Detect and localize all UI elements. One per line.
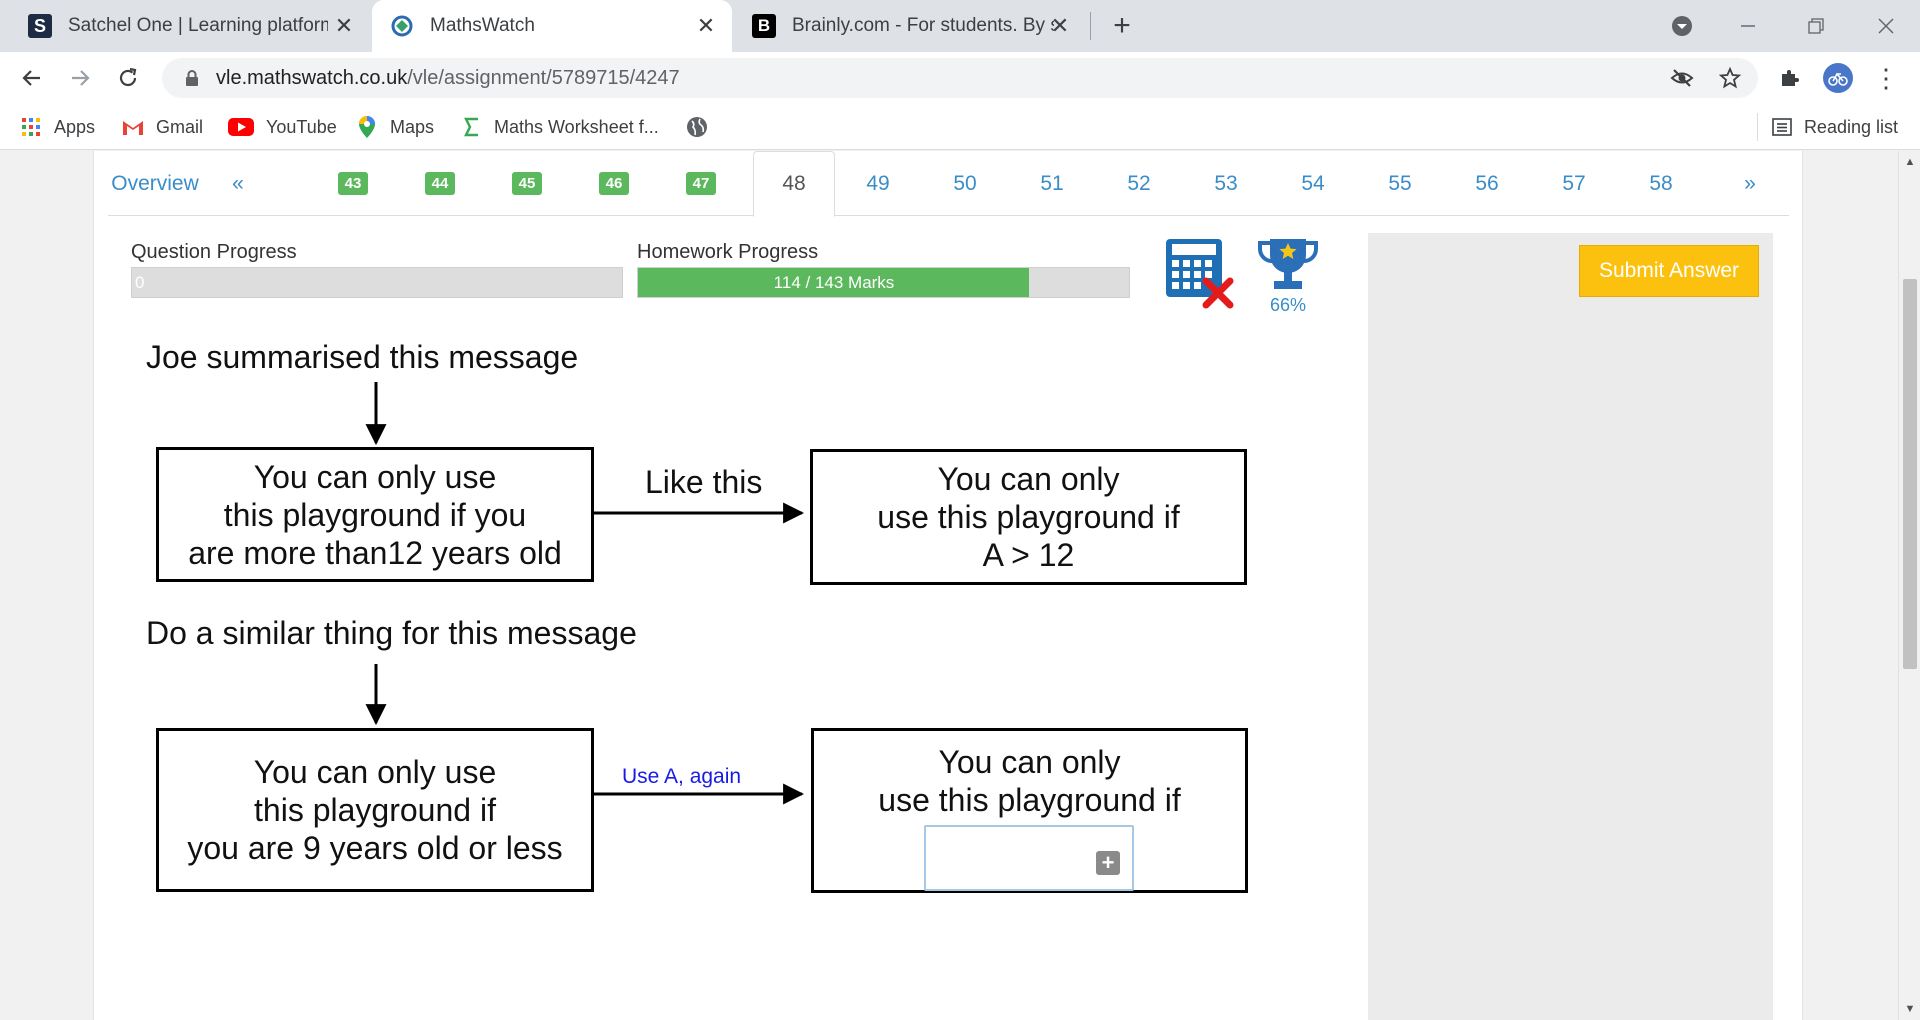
example-summary-box: You can only use this playground if A > …	[810, 449, 1247, 585]
bookmark-maps[interactable]: Maps	[356, 113, 434, 141]
nav-prev-link[interactable]: «	[232, 171, 244, 195]
tab-title: MathsWatch	[430, 15, 535, 36]
tab-satchel-one[interactable]: S Satchel One | Learning platform ✕	[10, 0, 370, 52]
bookmark-gmail[interactable]: Gmail	[122, 113, 203, 141]
nav-question-53[interactable]: 53	[1214, 171, 1238, 195]
lock-icon[interactable]	[182, 68, 202, 88]
question-prompt-text: Do a similar thing for this message	[146, 615, 637, 651]
page-viewport: Overview « 43 44 45 46 47 48 49 50 51 52…	[0, 151, 1898, 1020]
browser-toolbar: vle.mathswatch.co.uk/vle/assignment/5789…	[0, 52, 1920, 104]
minimize-window-icon[interactable]	[1728, 8, 1768, 44]
nav-question-52[interactable]: 52	[1127, 171, 1151, 195]
scroll-thumb[interactable]	[1903, 279, 1917, 669]
nav-question-47[interactable]: 47	[676, 151, 726, 216]
bookmark-youtube[interactable]: YouTube	[228, 113, 337, 141]
tab-separator	[1090, 12, 1091, 40]
tab-brainly[interactable]: B Brainly.com - For students. By student…	[734, 0, 1086, 52]
url-text: vle.mathswatch.co.uk/vle/assignment/5789…	[216, 66, 680, 89]
close-tab-icon[interactable]: ✕	[696, 13, 716, 38]
forward-arrow-icon[interactable]	[62, 60, 98, 96]
bookmarks-bar: Apps Gmail YouTube Maps Maths Worksheet …	[0, 104, 1920, 150]
brainly-favicon-icon: B	[752, 14, 776, 38]
nav-next-link[interactable]: »	[1744, 171, 1756, 195]
like-this-label: Like this	[645, 464, 763, 500]
address-bar[interactable]: vle.mathswatch.co.uk/vle/assignment/5789…	[162, 58, 1758, 98]
nav-question-55[interactable]: 55	[1388, 171, 1412, 195]
reading-list-icon	[1772, 118, 1792, 136]
bookmark-maths-worksheet[interactable]: Maths Worksheet f...	[460, 113, 659, 141]
close-tab-icon[interactable]: ✕	[1050, 13, 1070, 38]
homework-progress-label: Homework Progress	[637, 241, 819, 263]
apps-grid-icon	[20, 116, 42, 138]
scroll-down-arrow-icon[interactable]: ▼	[1904, 1003, 1916, 1015]
homework-progress-bar: 114 / 143 Marks	[637, 267, 1130, 298]
use-a-again-hint: Use A, again	[622, 765, 742, 788]
submit-answer-button[interactable]: Submit Answer	[1579, 245, 1759, 297]
tracking-blocked-eye-icon[interactable]	[1664, 60, 1700, 96]
answer-input-field[interactable]: +	[924, 825, 1134, 891]
nav-question-51[interactable]: 51	[1040, 171, 1064, 195]
trophy-percent: 66%	[1269, 295, 1307, 315]
new-message-box: You can only use this playground if you …	[156, 728, 594, 892]
question-intro-text: Joe summarised this message	[146, 339, 579, 375]
browser-menu-kebab-icon[interactable]: ⋮	[1873, 62, 1899, 93]
tab-search-chevron-icon[interactable]	[1662, 8, 1702, 44]
scroll-up-arrow-icon[interactable]: ▲	[1904, 156, 1916, 168]
back-arrow-icon[interactable]	[14, 60, 50, 96]
tab-title: Brainly.com - For students. By students	[792, 15, 1054, 36]
nav-question-45[interactable]: 45	[502, 151, 552, 216]
maths-worksheet-icon	[460, 116, 482, 138]
mathswatch-favicon-icon	[390, 14, 414, 38]
nav-question-54[interactable]: 54	[1301, 171, 1325, 195]
browser-tabstrip: S Satchel One | Learning platform ✕ Math…	[0, 0, 1920, 52]
nav-question-56[interactable]: 56	[1475, 171, 1499, 195]
gmail-icon	[122, 116, 144, 138]
satchel-favicon-icon: S	[28, 14, 52, 38]
nav-question-58[interactable]: 58	[1649, 171, 1673, 195]
nav-question-44[interactable]: 44	[415, 151, 465, 216]
bookmark-globe[interactable]	[686, 113, 720, 141]
reload-icon[interactable]	[110, 60, 146, 96]
question-progress-bar: 0	[131, 267, 623, 298]
nav-question-57[interactable]: 57	[1562, 171, 1586, 195]
reading-list-button[interactable]: Reading list	[1756, 113, 1898, 141]
trophy-icon	[1256, 235, 1320, 293]
tab-title: Satchel One | Learning platform	[68, 15, 328, 36]
bookmark-star-icon[interactable]	[1712, 60, 1748, 96]
close-window-icon[interactable]	[1866, 8, 1906, 44]
maps-pin-icon	[356, 116, 378, 138]
question-progress-value: 0	[135, 273, 145, 292]
insert-symbol-plus-icon[interactable]: +	[1096, 851, 1120, 875]
profile-avatar[interactable]	[1820, 60, 1856, 96]
question-progress-label: Question Progress	[131, 241, 297, 263]
extensions-puzzle-icon[interactable]	[1772, 60, 1808, 96]
close-tab-icon[interactable]: ✕	[334, 13, 354, 38]
page-scrollbar[interactable]: ▲ ▼	[1898, 151, 1920, 1020]
restore-window-icon[interactable]	[1796, 8, 1836, 44]
youtube-icon	[228, 116, 254, 138]
tab-mathswatch[interactable]: MathsWatch ✕	[372, 0, 732, 52]
question-card: Overview « 43 44 45 46 47 48 49 50 51 52…	[93, 151, 1803, 1020]
new-tab-plus-icon[interactable]: +	[1113, 9, 1131, 42]
bookmark-apps[interactable]: Apps	[20, 113, 95, 141]
nav-question-current[interactable]: 48	[753, 151, 835, 217]
nav-question-49[interactable]: 49	[866, 171, 890, 195]
question-nav: Overview « 43 44 45 46 47 48 49 50 51 52…	[108, 151, 1789, 217]
calculator-not-allowed-icon	[1164, 237, 1234, 309]
homework-progress-fill	[638, 268, 1030, 297]
nav-question-50[interactable]: 50	[953, 171, 977, 195]
homework-progress-value: 114 / 143 Marks	[773, 273, 895, 292]
original-message-box: You can only use this playground if you …	[156, 447, 594, 582]
globe-icon	[686, 116, 708, 138]
nav-question-43[interactable]: 43	[328, 151, 378, 216]
nav-question-46[interactable]: 46	[589, 151, 639, 216]
overview-link[interactable]: Overview	[111, 171, 199, 195]
answer-sidebar: Submit Answer	[1368, 233, 1773, 1020]
